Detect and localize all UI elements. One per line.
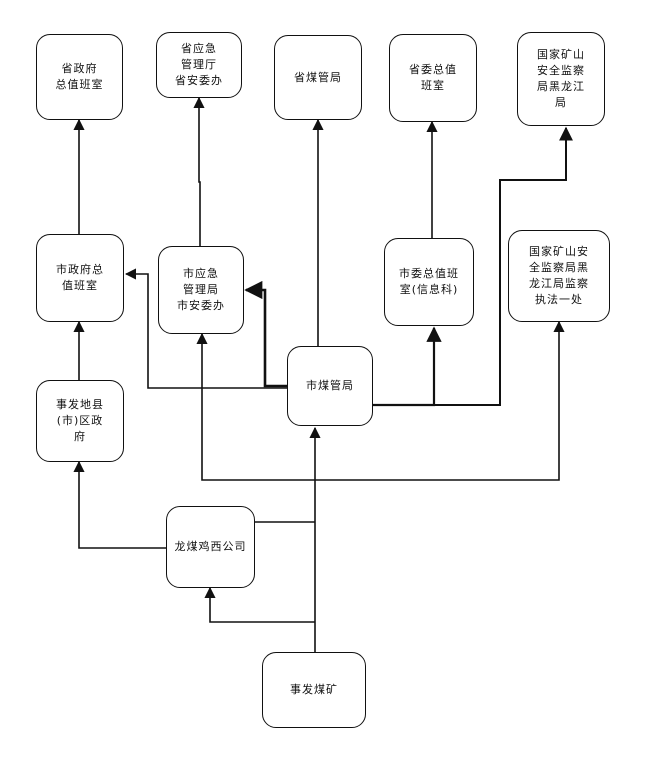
node-accident-mine: 事发煤矿 xyxy=(262,652,366,728)
node-label: 省煤管局 xyxy=(294,70,342,84)
node-label: 市委总值班 室(信息科) xyxy=(399,267,459,296)
node-label: 龙煤鸡西公司 xyxy=(174,540,247,553)
node-label: 事发煤矿 xyxy=(290,683,338,696)
arrow-mine-to-longmei xyxy=(204,586,315,623)
node-province-coal: 省煤管局 xyxy=(274,35,362,120)
arrow-trunk-to-national-enforcement xyxy=(315,320,565,481)
arrow-longmei-to-county xyxy=(73,460,166,549)
node-label: 省政府 总值班室 xyxy=(55,62,104,91)
arrow-city-coal-to-national-supervision xyxy=(434,126,573,406)
node-city-gov-duty: 市政府总 值班室 xyxy=(36,234,124,322)
node-label: 市政府总 值班室 xyxy=(56,263,104,292)
node-city-emergency: 市应急 管理局 市安委办 xyxy=(158,246,244,334)
node-label: 国家矿山安 全监察局黑 龙江局监察 执法一处 xyxy=(529,245,589,306)
node-city-coal: 市煤管局 xyxy=(287,346,373,426)
node-province-party-duty: 省委总值 班室 xyxy=(389,34,477,122)
node-label: 国家矿山 安全监察 局黑龙江 局 xyxy=(537,48,585,109)
node-label: 市应急 管理局 市安委办 xyxy=(177,267,225,312)
arrow-city-coal-to-city-party xyxy=(372,326,442,407)
node-label: 省应急 管理厅 省安委办 xyxy=(175,42,223,87)
node-province-gov-duty: 省政府 总值班室 xyxy=(36,34,123,120)
node-national-mine-enforcement: 国家矿山安 全监察局黑 龙江局监察 执法一处 xyxy=(508,230,610,322)
node-label: 省委总值 班室 xyxy=(409,63,457,92)
node-label: 事发地县 (市)区政 府 xyxy=(56,398,104,443)
node-county-gov: 事发地县 (市)区政 府 xyxy=(36,380,124,462)
arrow-city-emergency-to-province-emergency xyxy=(193,96,205,246)
node-label: 市煤管局 xyxy=(306,379,354,392)
arrow-city-coal-to-city-gov xyxy=(124,268,287,389)
arrow-city-coal-to-city-emergency xyxy=(244,280,287,388)
node-national-mine-supervision: 国家矿山 安全监察 局黑龙江 局 xyxy=(517,32,605,126)
node-city-party-duty: 市委总值班 室(信息科) xyxy=(384,238,474,326)
arrow-trunk-to-city-emergency xyxy=(196,332,315,481)
node-province-emergency: 省应急 管理厅 省安委办 xyxy=(156,32,242,98)
node-longmei-jixi: 龙煤鸡西公司 xyxy=(166,506,255,588)
